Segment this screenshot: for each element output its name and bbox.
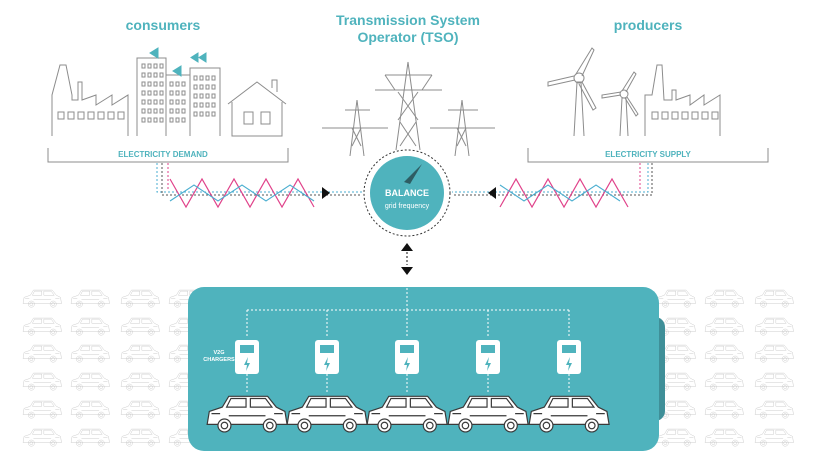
background-car-icon <box>656 400 696 419</box>
car-row <box>206 395 610 433</box>
factory-icon <box>51 64 129 136</box>
background-car-icon <box>120 317 160 336</box>
demand-bracket <box>47 148 289 163</box>
wind-turbine-icon <box>547 47 597 137</box>
arrow-down-icon <box>401 267 413 275</box>
grid-frequency-label: grid frequency <box>385 203 430 210</box>
background-car-icon <box>754 317 794 336</box>
v2g-label-line1: V2G <box>213 350 224 356</box>
background-car-icon <box>754 344 794 363</box>
background-car-icon <box>704 289 744 308</box>
charger-icon <box>557 340 581 392</box>
producers-heading: producers <box>614 17 683 33</box>
background-car-icon <box>70 372 110 391</box>
background-car-icon <box>70 400 110 419</box>
charger-row <box>235 340 581 392</box>
background-car-icon <box>70 344 110 363</box>
house-icon <box>227 79 287 137</box>
background-car-icon <box>754 400 794 419</box>
background-car-icon <box>704 344 744 363</box>
background-car-icon <box>754 428 794 447</box>
background-car-icon <box>120 344 160 363</box>
pylon-icon <box>375 61 442 151</box>
charger-icon <box>235 340 259 392</box>
demand-signal-lines <box>156 163 362 209</box>
background-car-icon <box>120 289 160 308</box>
background-car-icon <box>754 289 794 308</box>
background-car-icon <box>120 428 160 447</box>
tso-heading-line1: Transmission System <box>336 12 480 28</box>
supply-bracket <box>527 148 769 163</box>
supply-signal-lines <box>452 163 653 209</box>
demand-label: ELECTRICITY DEMAND <box>118 150 208 159</box>
background-car-icon <box>704 372 744 391</box>
background-car-icon <box>70 289 110 308</box>
balance-label: BALANCE <box>385 188 429 198</box>
background-car-icon <box>120 372 160 391</box>
background-car-icon <box>656 317 696 336</box>
gauge-to-fleet-link <box>401 243 413 275</box>
background-car-icon <box>704 317 744 336</box>
car-icon <box>286 395 368 433</box>
gauge-needle-icon <box>404 164 422 184</box>
background-car-icon <box>22 317 62 336</box>
background-car-icon <box>22 428 62 447</box>
car-icon <box>366 395 448 433</box>
car-icon <box>528 395 610 433</box>
arrow-left-icon <box>488 187 496 199</box>
tso-heading-line2: Operator (TSO) <box>357 29 458 45</box>
background-car-icon <box>656 289 696 308</box>
pylon-icon <box>322 99 388 157</box>
office-building-icon <box>136 47 221 136</box>
background-car-icon <box>22 344 62 363</box>
charger-icon <box>395 340 419 392</box>
pylon-icon <box>430 99 495 157</box>
background-car-icon <box>754 372 794 391</box>
consumers-heading: consumers <box>126 17 201 33</box>
background-car-icon <box>22 372 62 391</box>
background-car-icon <box>704 428 744 447</box>
background-cars <box>22 289 794 447</box>
arrow-up-icon <box>401 243 413 251</box>
v2g-label-line2: CHARGERS <box>203 357 235 363</box>
factory-icon <box>644 64 721 136</box>
background-car-icon <box>70 428 110 447</box>
supply-label: ELECTRICITY SUPPLY <box>605 150 691 159</box>
background-car-icon <box>656 428 696 447</box>
charger-icon <box>315 340 339 392</box>
car-icon <box>447 395 529 433</box>
wind-turbine-icon <box>601 71 639 137</box>
background-car-icon <box>704 400 744 419</box>
car-icon <box>206 395 288 433</box>
charger-icon <box>476 340 500 392</box>
charger-wiring <box>246 276 570 336</box>
background-car-icon <box>120 400 160 419</box>
background-car-icon <box>22 289 62 308</box>
balance-gauge: BALANCE grid frequency <box>363 149 451 237</box>
background-car-icon <box>22 400 62 419</box>
arrow-right-icon <box>322 187 330 199</box>
background-car-icon <box>70 317 110 336</box>
